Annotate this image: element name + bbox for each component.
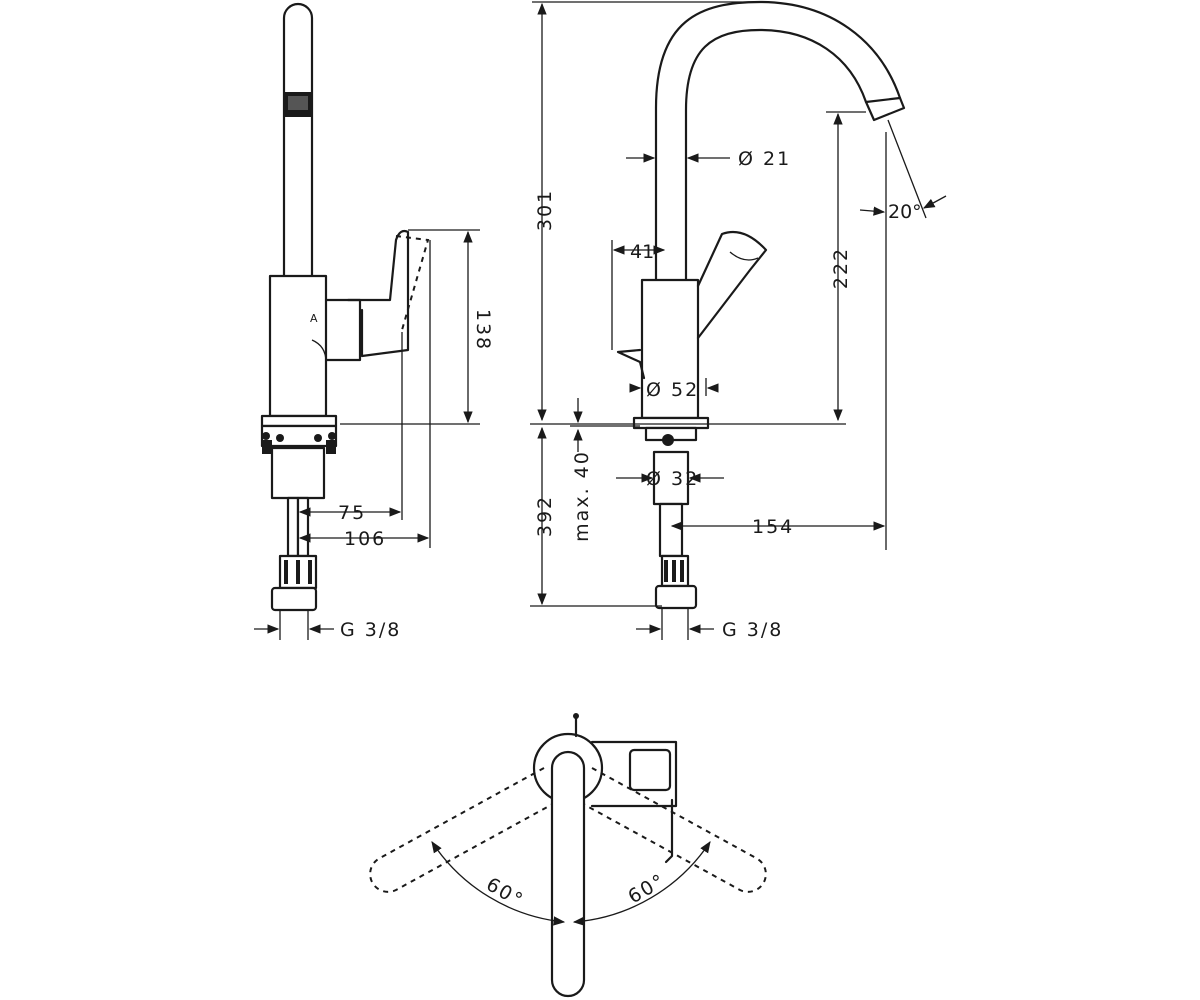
dim-body-diameter: Ø 52 — [646, 379, 699, 401]
dim-41: 41 — [630, 241, 654, 263]
dim-spout-diameter: Ø 21 — [738, 148, 791, 170]
front-dims — [530, 1, 947, 640]
dim-392: 392 — [534, 495, 556, 537]
top-view — [369, 713, 767, 998]
dim-75: 75 — [338, 502, 366, 524]
dim-swivel-right: 60° — [624, 869, 669, 908]
svg-text:A: A — [310, 312, 318, 325]
dim-swivel-left: 60° — [482, 873, 527, 912]
dim-shank-diameter: Ø 32 — [646, 468, 699, 490]
dim-301: 301 — [534, 189, 556, 231]
dim-106: 106 — [344, 528, 386, 550]
dim-138: 138 — [472, 309, 494, 351]
dim-222: 222 — [830, 247, 852, 289]
front-view — [616, 0, 906, 610]
side-view: A — [260, 2, 430, 612]
dim-154: 154 — [752, 516, 794, 538]
side-dims — [254, 229, 480, 640]
dim-20-degrees: 20° — [888, 201, 922, 223]
dim-thread-side: G 3/8 — [340, 619, 401, 641]
dim-max-40: max. 40 — [571, 450, 593, 542]
dim-thread-front: G 3/8 — [722, 619, 783, 641]
